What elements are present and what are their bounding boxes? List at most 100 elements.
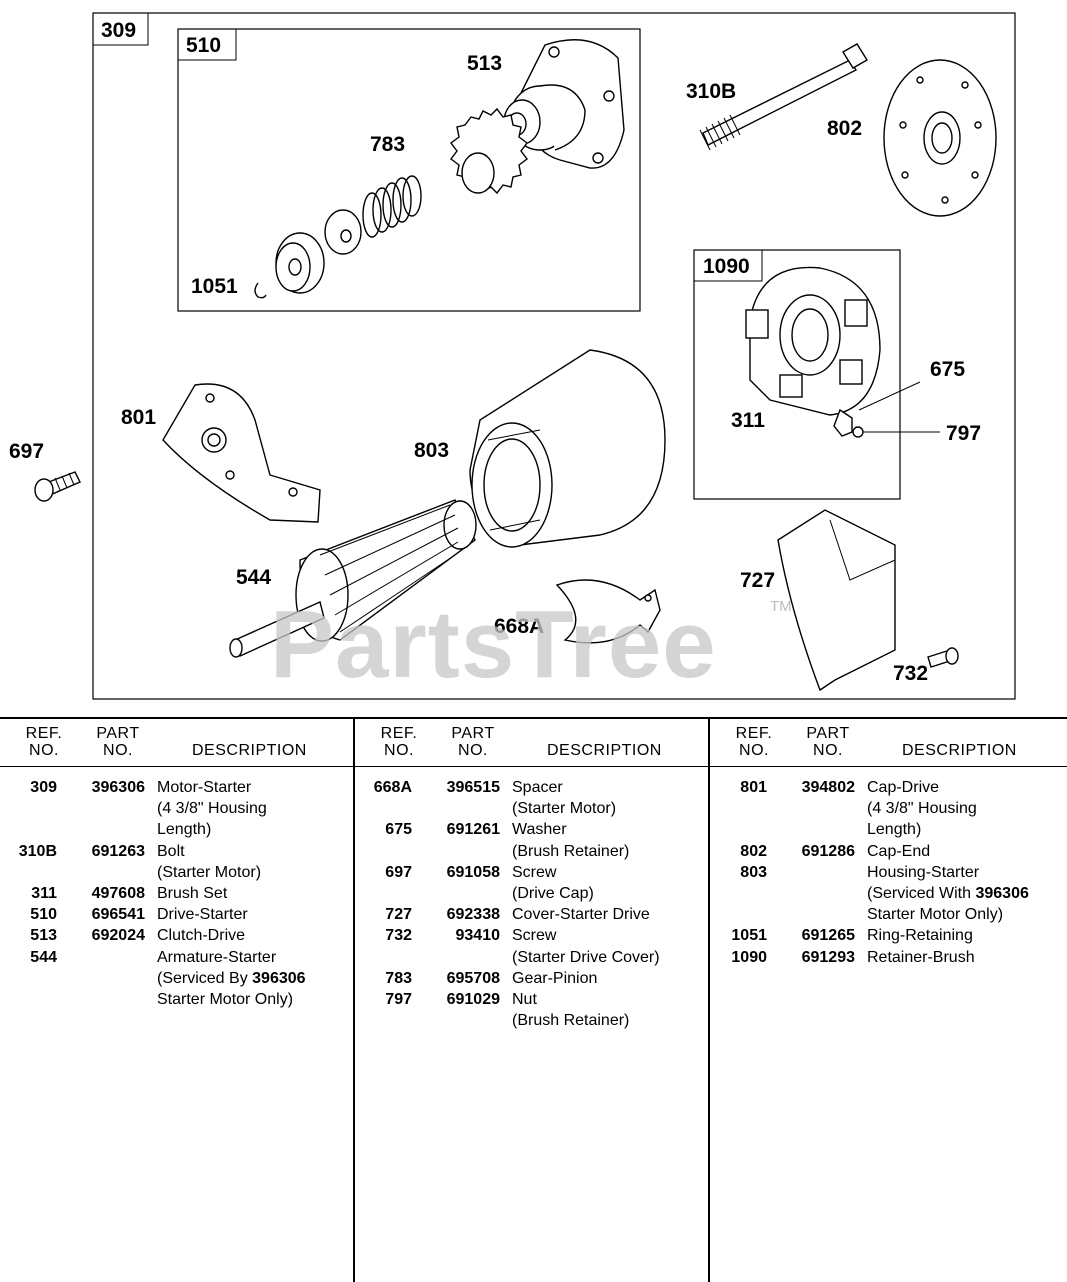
brush-retainer-part: [745, 266, 881, 437]
header-rule: [355, 766, 708, 767]
callout-675: 675: [930, 358, 966, 381]
ref-no-header-line2: NO.: [29, 742, 59, 759]
callout-802: 802: [827, 117, 863, 140]
description-line: Starter Motor Only): [157, 990, 294, 1008]
column-divider: [708, 719, 710, 1282]
part-no: 691293: [801, 948, 855, 966]
exploded-parts-diagram: 309 510 1090 513 783 1051 310B 802 675 3…: [9, 12, 1016, 700]
retainer-subassembly-box: [693, 249, 901, 500]
description-line: Washer: [512, 821, 567, 839]
description-line: (Serviced By 396306: [157, 969, 306, 987]
watermark: PartsTree: [270, 591, 717, 698]
description-line: Brush Set: [157, 885, 228, 902]
part-no-header-line2: NO.: [458, 742, 488, 759]
part-no: 691261: [446, 821, 500, 839]
part-no: 396306: [91, 779, 145, 796]
ref-no: 668A: [373, 779, 412, 796]
ref-no: 510: [30, 906, 57, 924]
description-header: DESCRIPTION: [192, 742, 307, 759]
part-no: 691265: [801, 927, 855, 945]
description-line: (Brush Retainer): [512, 1012, 630, 1030]
ref-no-header-line1: REF.: [25, 725, 63, 742]
pinion-gear-part: [450, 107, 528, 195]
starter-housing-part: [469, 349, 666, 548]
callout-544: 544: [236, 566, 272, 589]
callout-727: 727: [740, 569, 776, 592]
subassembly-label-drive: 510: [186, 34, 222, 57]
part-no-header-line1: PART: [451, 725, 495, 742]
part-no: 93410: [455, 927, 501, 945]
description-line: Cap-Drive: [867, 779, 940, 796]
header-rule: [0, 766, 353, 767]
part-no-header-line1: PART: [806, 725, 850, 742]
part-no: 692338: [446, 906, 500, 924]
callout-803: 803: [414, 439, 450, 462]
column-divider: [353, 719, 355, 1282]
ref-no: 311: [31, 885, 57, 902]
ref-no: 513: [30, 927, 57, 945]
description-line: (Serviced With 396306: [867, 884, 1029, 902]
end-cap-part: [883, 59, 997, 217]
ref-no: 727: [385, 906, 412, 924]
cover-screw-part: [927, 647, 959, 668]
ref-no-header-line2: NO.: [384, 742, 414, 759]
part-no-header-line2: NO.: [813, 742, 843, 759]
description-line: Screw: [512, 863, 557, 881]
description-line: Armature-Starter: [157, 948, 277, 966]
ref-no: 801: [740, 779, 767, 796]
callout-513: 513: [467, 52, 503, 75]
ref-no: 1051: [731, 927, 767, 945]
part-no: 394802: [801, 779, 855, 796]
trademark-mark: TM: [770, 598, 792, 615]
callout-797: 797: [946, 422, 982, 445]
callout-801: 801: [121, 406, 157, 429]
description-line: (Starter Drive Cover): [512, 948, 660, 966]
description-line: (4 3/8" Housing: [157, 800, 267, 818]
part-no: 691058: [446, 863, 500, 881]
callout-732: 732: [893, 662, 929, 685]
ref-no-header-line2: NO.: [739, 742, 769, 759]
callout-311: 311: [731, 409, 765, 432]
part-no: 696541: [91, 906, 145, 924]
description-line: Nut: [512, 991, 537, 1008]
spacer-part: [555, 579, 661, 644]
ref-no: 309: [30, 779, 57, 796]
ref-no-header-line1: REF.: [380, 725, 418, 742]
part-no: 692024: [91, 927, 145, 945]
description-line: Motor-Starter: [157, 779, 252, 796]
drive-cap-part: [162, 383, 321, 523]
description-line: Retainer-Brush: [867, 948, 975, 966]
parts-illustration: [34, 12, 1016, 700]
callout-697: 697: [9, 440, 45, 463]
description-line: Spacer: [512, 779, 563, 796]
ref-no: 802: [740, 842, 767, 860]
ref-no: 803: [740, 863, 767, 881]
part-no: 497608: [91, 885, 145, 902]
ref-no: 310B: [18, 842, 57, 860]
ref-no: 1090: [731, 948, 767, 966]
description-line: Length): [157, 821, 212, 839]
drive-subassembly-box: [177, 28, 641, 312]
description-line: Housing-Starter: [867, 863, 980, 881]
ref-no: 697: [385, 863, 412, 881]
table-row: 311 497608 Brush Set: [0, 883, 353, 904]
description-line: Cap-End: [867, 842, 931, 860]
collar-part: [275, 232, 325, 294]
assembly-frame: [92, 12, 1016, 700]
table-row: 1090 691293 Retainer-Brush: [710, 947, 1067, 968]
drive-cap-screw-part: [34, 471, 81, 502]
